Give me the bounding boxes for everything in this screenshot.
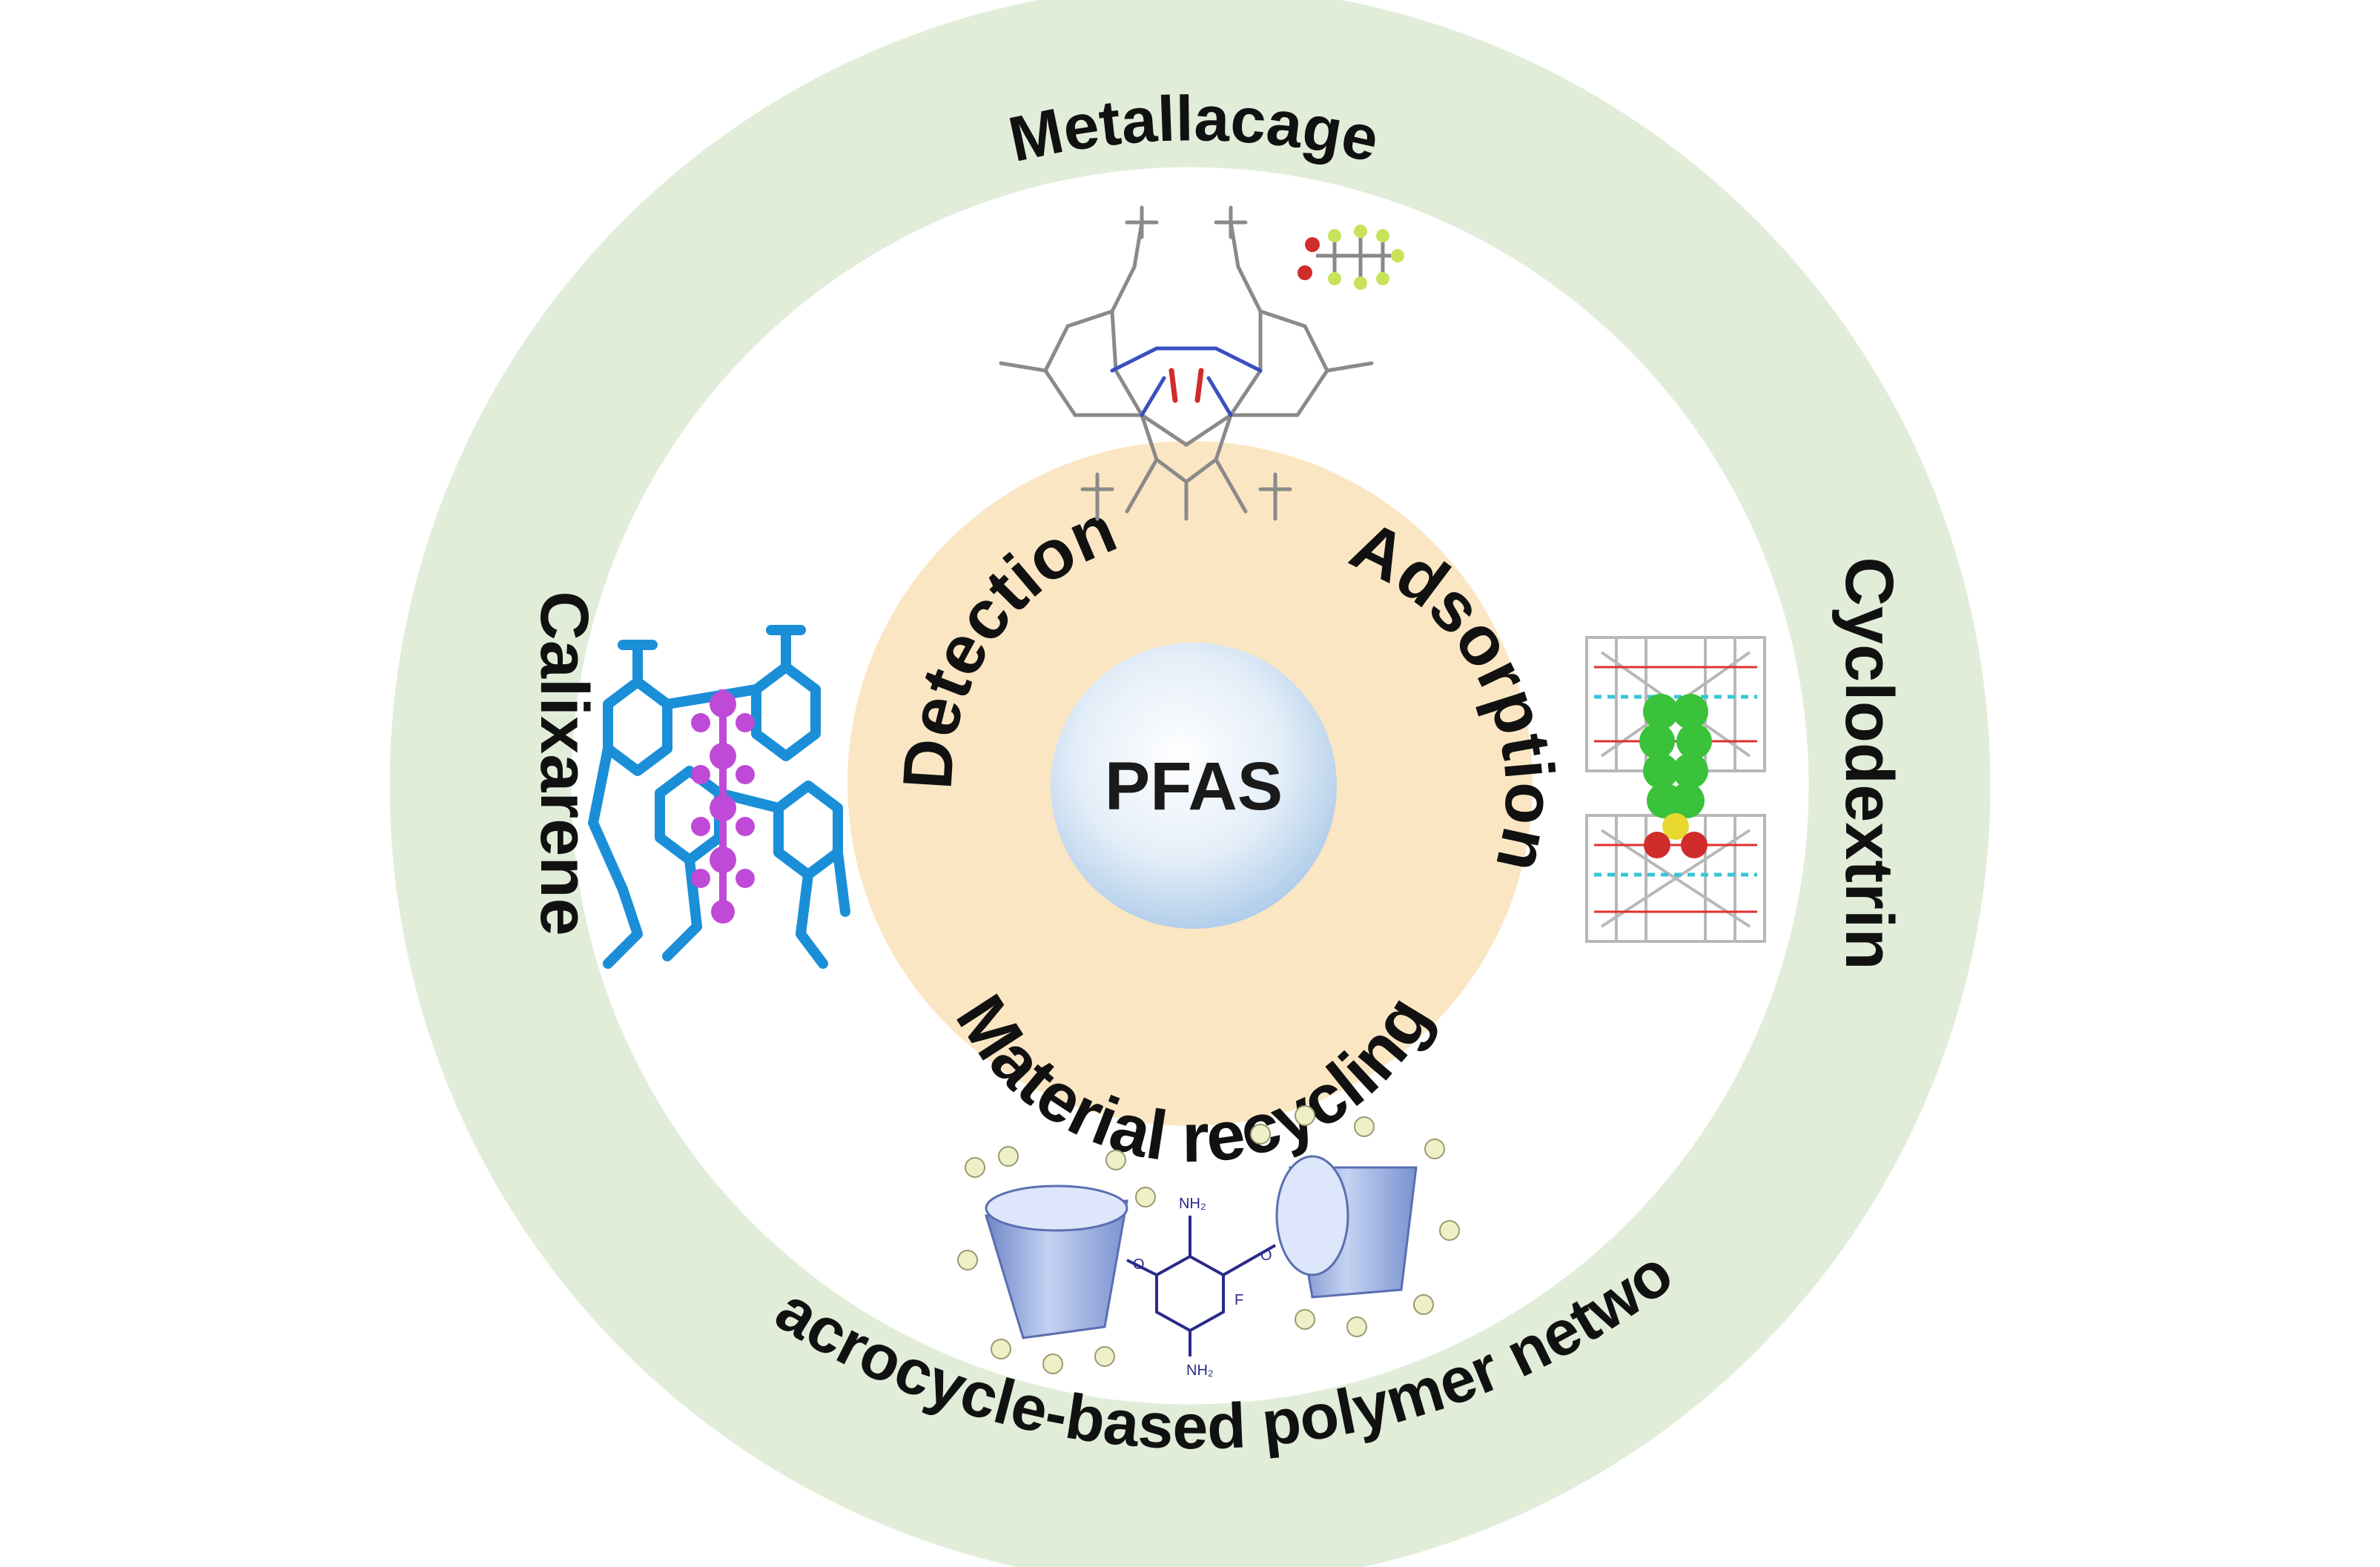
- metallacage-structure-illustration: [999, 205, 1374, 521]
- host-label-calixarene: Calixarene: [526, 591, 602, 935]
- calixarene-guest-illustration: [691, 689, 755, 924]
- oxygen-right-label: O: [1260, 1248, 1272, 1264]
- cyclodextrin-guest-illustration: [1639, 694, 1712, 858]
- oxygen-left-label: O: [1133, 1256, 1145, 1273]
- outer-host-ring: [389, 0, 1991, 1567]
- fluorine-label: F: [1234, 1292, 1243, 1308]
- pfas-core-sphere: [1051, 643, 1337, 929]
- amine-top-label: NH₂: [1179, 1196, 1206, 1212]
- polymer-network-illustration: NH₂ NH₂ O O F: [957, 1105, 1460, 1379]
- host-label-cyclodextrin: Cyclodextrin: [1831, 557, 1907, 970]
- pfas-guest-molecule-illustration: [1298, 225, 1404, 290]
- amine-bottom-label: NH₂: [1186, 1362, 1214, 1379]
- pfas-core-label: PFAS: [1105, 749, 1283, 824]
